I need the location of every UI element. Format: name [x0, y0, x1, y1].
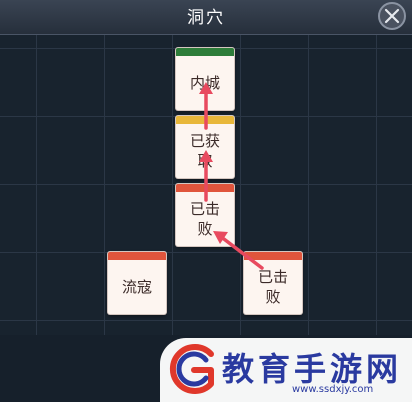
close-button[interactable]	[378, 2, 406, 30]
status-stripe	[176, 48, 234, 56]
status-stripe	[244, 252, 302, 260]
node-bandit[interactable]: 流寇	[108, 252, 166, 314]
brand-logo-icon	[169, 344, 214, 394]
node-label: 内城	[189, 74, 220, 92]
node-label: 已击败	[257, 268, 288, 306]
status-stripe	[108, 252, 166, 260]
status-stripe	[176, 184, 234, 192]
window-title: 洞穴	[187, 8, 225, 28]
node-inner-city[interactable]: 内城	[176, 48, 234, 110]
node-defeated-right[interactable]: 已击败	[244, 252, 302, 314]
node-label: 已击败	[189, 200, 220, 238]
watermark-url: www.ssdxjy.com	[292, 384, 374, 395]
status-stripe	[176, 116, 234, 124]
watermark-brand: 教育手游网	[222, 350, 403, 388]
title-bar: 洞穴	[0, 0, 412, 35]
close-icon	[384, 8, 400, 24]
node-label: 流寇	[121, 278, 152, 296]
node-obtained[interactable]: 已获取	[176, 116, 234, 178]
node-label: 已获取	[189, 132, 220, 170]
node-defeated-center[interactable]: 已击败	[176, 184, 234, 246]
